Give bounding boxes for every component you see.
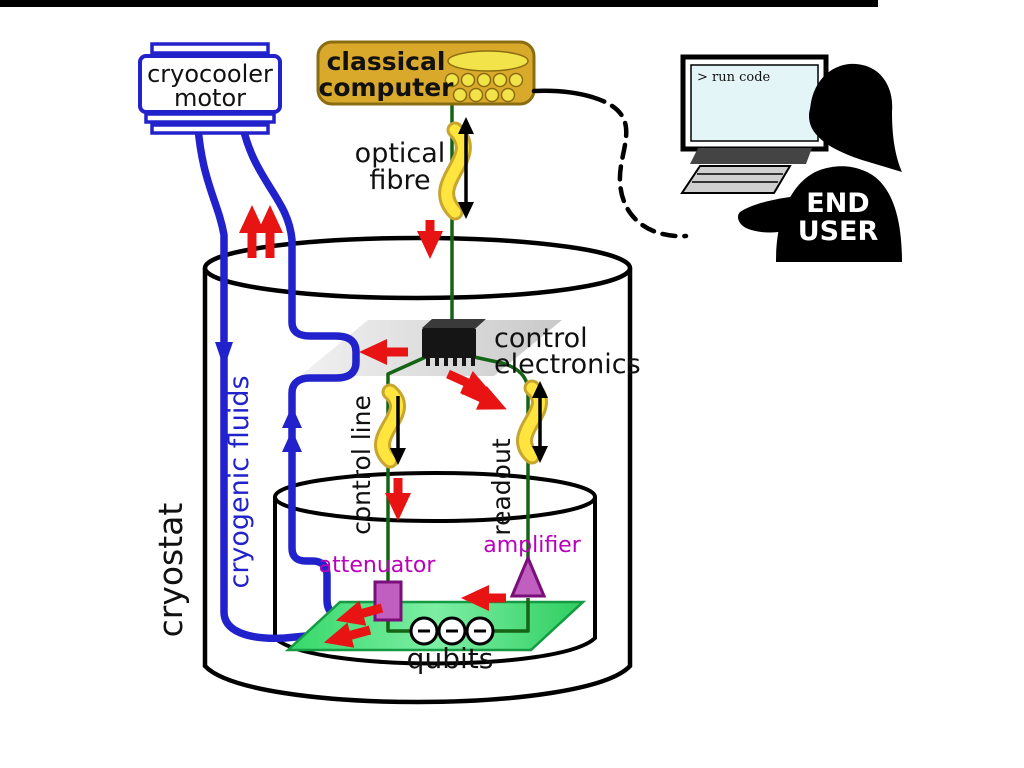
pipe-right: [236, 111, 360, 623]
readout-label: readout: [487, 438, 516, 535]
cable-dashed-segment: [589, 94, 689, 239]
user-arm: [738, 196, 802, 233]
end-user-label-line1: END: [806, 188, 869, 219]
chip-top-face: [422, 319, 486, 328]
amplifier-label: amplifier: [483, 533, 581, 558]
control-line-label: control line: [347, 395, 376, 535]
classical-computer-label-line1: classical: [327, 47, 446, 76]
user-laptop: > run code: [680, 54, 829, 194]
attenuator-label: attenuator: [319, 553, 437, 578]
cable-solid-segment: [531, 88, 595, 100]
control-electronics-label-line2: electronics: [494, 349, 641, 380]
cryocooler-label-line1: cryocooler: [147, 60, 273, 88]
qubits-label: qubits: [407, 642, 494, 675]
motor-flange-bottom: [150, 123, 270, 135]
top-edge-artifact: [0, 0, 878, 7]
computer-ports: [444, 72, 524, 103]
terminal-window: [690, 64, 819, 142]
terminal-prompt-text: > run code: [697, 70, 771, 85]
network-cable: [531, 88, 689, 239]
optical-fibre-label-line2: fibre: [369, 165, 430, 196]
cryostat-body-outline: [202, 268, 633, 705]
diagram-labels: optical fibre control electronics contro…: [151, 138, 641, 675]
control-electronics-label-line1: control: [494, 323, 588, 354]
chip-pins: [426, 358, 475, 366]
black-signal-arrows: [390, 117, 548, 465]
flow-down-arrow-icon: [215, 342, 233, 368]
cryocooler-label-line2: motor: [174, 84, 246, 112]
cryocooler-motor: cryocooler motor: [138, 42, 282, 135]
end-user-silhouette: END USER: [738, 63, 902, 262]
flow-up-arrow1-icon: [282, 406, 302, 428]
chip-out-arrow1-icon: [446, 369, 493, 395]
control-wave-icon: [377, 386, 403, 466]
user-body: [776, 166, 902, 262]
cryogenic-fluids-label: cryogenic fluids: [224, 375, 255, 588]
amplifier-component: [509, 554, 547, 598]
platform-left-arrow1-icon: [335, 600, 384, 626]
pipe-left: [193, 111, 349, 643]
chip-body: [422, 328, 476, 358]
qubits-group: [409, 616, 495, 646]
chip-out-arrow2-icon: [460, 384, 507, 410]
attenuator-component: [373, 580, 403, 622]
computer-display: [447, 50, 529, 72]
user-head: [809, 89, 863, 143]
control-electronics-chip: [422, 319, 486, 366]
cryogenic-pipes: [193, 111, 360, 643]
laptop-hinge: [690, 148, 812, 164]
optical-fibre-label-line1: optical: [355, 138, 446, 169]
motor-flange-top: [150, 42, 270, 55]
motor-flange-mid: [144, 112, 276, 124]
red-flow-arrows: [239, 205, 507, 648]
inner-chamber-top-rim: [273, 471, 597, 523]
cryostat-label: cryostat: [151, 503, 190, 638]
end-user-label-line2: USER: [798, 216, 879, 247]
platform-left-arrow2-icon: [323, 622, 372, 648]
motor-box: [138, 54, 282, 114]
laptop-keyboard: [680, 165, 792, 194]
classical-computer-label-line2: computer: [319, 73, 455, 102]
classical-computer: classical computer: [316, 40, 536, 106]
flow-up-arrow2-icon: [282, 430, 302, 452]
